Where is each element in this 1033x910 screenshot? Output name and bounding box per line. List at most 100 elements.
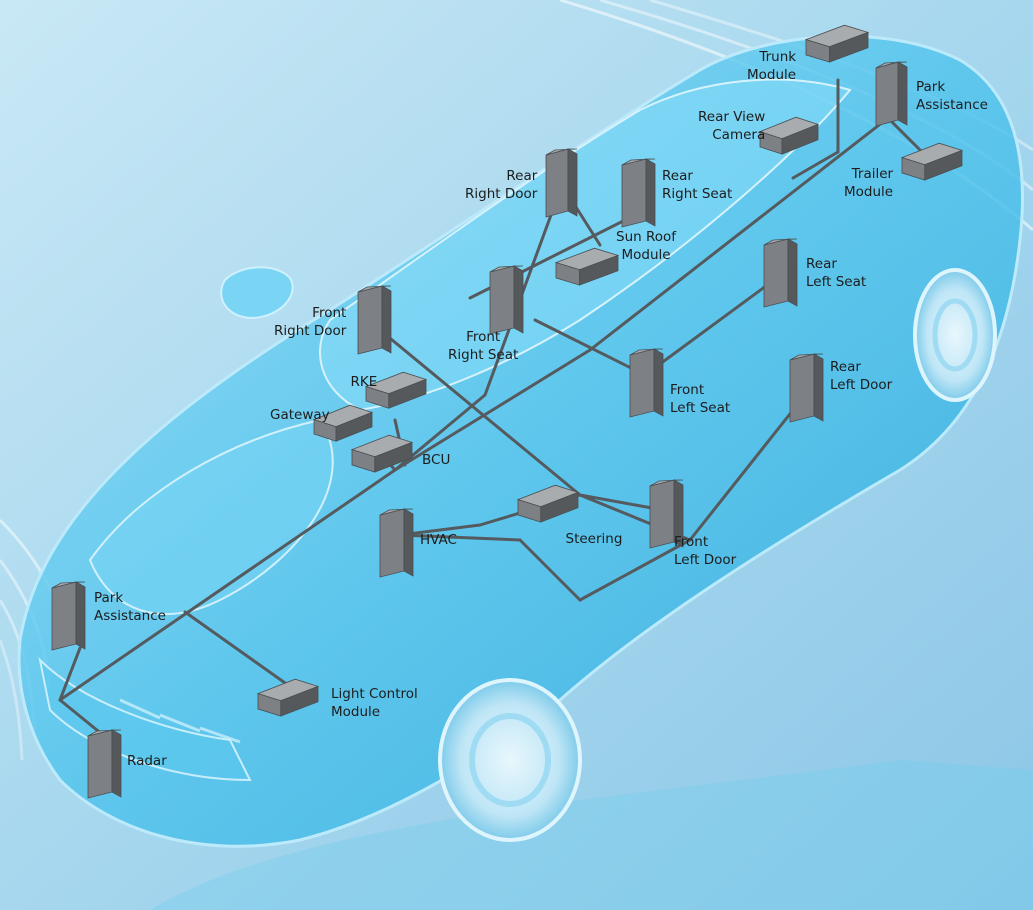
module-side-face: [111, 729, 122, 798]
label-line: Rear View: [698, 109, 766, 125]
module-side-face: [567, 148, 578, 217]
bus-segment: [398, 533, 522, 542]
rear-right-door-block: [545, 148, 578, 218]
module-top-face: [763, 238, 798, 246]
bus-segment: [58, 646, 82, 702]
label-line: Sun Roof: [616, 229, 677, 245]
module-front-face: [875, 61, 899, 127]
module-front-face: [545, 148, 569, 218]
label-line: Camera: [712, 127, 766, 143]
label-line: Gateway: [270, 407, 330, 423]
label-line: Assistance: [94, 608, 166, 624]
radar-label: Radar: [127, 752, 167, 770]
trailer-module-block: [900, 142, 964, 181]
module-top-face: [789, 353, 824, 361]
module-top-face: [489, 265, 524, 273]
label-line: Assistance: [916, 97, 988, 113]
bus-segment: [518, 538, 582, 602]
module-front-face: [649, 479, 675, 549]
module-front-face: [489, 265, 515, 335]
module-front-face: [51, 581, 77, 651]
module-side-face: [388, 378, 427, 409]
light-control-module-block: [256, 678, 320, 717]
module-top-face: [87, 729, 122, 737]
label-line: Module: [331, 704, 381, 720]
bus-segment: [578, 493, 665, 512]
label-line: Left Seat: [806, 274, 867, 290]
module-side-face: [540, 491, 579, 523]
label-line: Right Door: [274, 323, 347, 339]
label-line: Park: [94, 590, 124, 606]
radar-block: [87, 729, 122, 799]
module-front-face: [629, 348, 655, 418]
car-reflection: [150, 760, 1033, 910]
rear-left-wheel: [913, 268, 997, 402]
bus-segment: [688, 393, 807, 542]
label-line: Module: [844, 184, 894, 200]
trunk-module-block: [804, 24, 870, 63]
label-line: Module: [747, 67, 797, 83]
module-side-face: [513, 265, 524, 334]
module-side-face: [403, 508, 414, 577]
gateway-block: [312, 404, 374, 442]
bus-segment: [58, 698, 105, 737]
label-line: Front: [312, 305, 347, 321]
label-line: Rear: [830, 359, 861, 375]
module-side-face: [75, 581, 86, 650]
module-top-face: [51, 581, 86, 589]
module-side-face: [813, 353, 824, 422]
label-line: Rear: [806, 256, 837, 272]
module-top-face: [629, 348, 664, 356]
bus-segment: [58, 468, 397, 702]
rear-left-door-block: [789, 353, 824, 423]
front-left-seat-block: [629, 348, 664, 418]
car-body: [17, 34, 1024, 848]
module-front-face: [87, 729, 113, 799]
module-side-face: [579, 254, 619, 286]
module-side-face: [335, 411, 373, 442]
bus-segment: [533, 318, 647, 377]
label-line: Rear: [662, 168, 693, 184]
rear-left-seat-block: [763, 238, 798, 308]
bus-segment: [791, 150, 840, 180]
label-line: Trunk: [759, 49, 797, 65]
rear-right-seat-block: [621, 158, 656, 228]
module-top-face: [621, 158, 656, 166]
label-line: Right Door: [465, 186, 538, 202]
bus-segment: [643, 270, 787, 377]
module-side-face: [673, 479, 684, 548]
label-line: Light Control: [331, 686, 418, 702]
module-blocks: [51, 24, 964, 799]
front-right-door-block: [357, 285, 392, 355]
bus-segment: [578, 538, 692, 602]
label-line: Front: [670, 382, 705, 398]
label-line: Steering: [565, 531, 623, 547]
module-side-face: [781, 123, 819, 155]
steering-label: Steering: [566, 530, 623, 548]
bus-segment: [483, 183, 564, 397]
label-line: Trailer: [851, 166, 894, 182]
front-park-assistance-block: [51, 581, 86, 651]
front-right-wheel: [438, 678, 582, 842]
module-front-face: [379, 508, 405, 578]
module-top-face: [875, 61, 908, 69]
bcu-label: BCU: [422, 451, 450, 469]
module-front-face: [763, 238, 789, 308]
label-line: Radar: [127, 753, 167, 769]
label-line: RKE: [350, 374, 378, 390]
hvac-label: HVAC: [420, 531, 457, 549]
label-line: Rear: [506, 168, 538, 184]
